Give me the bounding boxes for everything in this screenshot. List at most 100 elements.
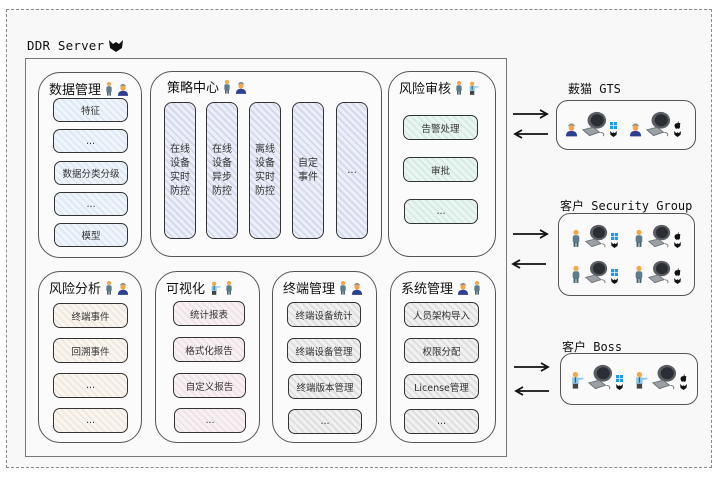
arrow-from-client-gts	[513, 129, 548, 139]
item-more[interactable]: ...	[404, 199, 478, 224]
group-title: 数据管理	[49, 79, 129, 98]
windows-icon	[611, 269, 618, 276]
group-system-management: 系统管理 人员架构导入 权限分配 License管理 ...	[390, 271, 496, 443]
item-more[interactable]: ...	[53, 129, 128, 153]
group-title-text: 数据管理	[49, 83, 102, 98]
cat-icon	[680, 384, 687, 390]
group-title: 风险审核	[399, 78, 479, 97]
cat-icon	[674, 278, 681, 284]
group-visualization: 可视化 统计报表 格式化报告 自定义报告 ...	[155, 271, 260, 443]
item-permission-assign[interactable]: 权限分配	[404, 338, 479, 363]
staff-icon	[571, 228, 581, 248]
strategy-offline-realtime[interactable]: 离线设备实时防控	[249, 102, 281, 239]
item-terminal-version-mgmt[interactable]: 终端版本管理	[288, 374, 362, 399]
staff-icon	[225, 280, 233, 295]
group-title: 策略中心	[167, 77, 247, 96]
item-model[interactable]: 模型	[54, 223, 128, 247]
item-more[interactable]: ...	[54, 192, 128, 216]
item-more[interactable]: ...	[288, 409, 362, 434]
client-box-gts	[556, 100, 696, 150]
computer-icon	[646, 260, 672, 284]
engineer-icon	[117, 281, 129, 295]
computer-icon	[586, 364, 614, 390]
arrow-to-client-gts	[513, 109, 549, 119]
computer-icon	[650, 364, 678, 390]
item-data-classification[interactable]: 数据分类分级	[54, 161, 128, 185]
strategy-custom-event[interactable]: 自定事件	[292, 102, 324, 239]
group-title-text: 策略中心	[167, 81, 220, 96]
group-title-text: 风险审核	[399, 82, 452, 97]
group-risk-review: 风险审核 告警处理 审批 ...	[388, 71, 496, 257]
client-box-security-group	[558, 213, 695, 296]
item-formatted-report[interactable]: 格式化报告	[173, 337, 245, 362]
server-title-text: DDR Server	[27, 38, 105, 53]
apple-icon	[674, 232, 681, 240]
staff-icon	[634, 264, 644, 284]
strategy-online-async[interactable]: 在线设备异步防控	[206, 102, 238, 239]
group-title: 风险分析	[49, 278, 129, 297]
cat-icon	[674, 131, 681, 137]
engineer-icon	[565, 121, 578, 137]
staff-icon	[105, 280, 113, 295]
windows-icon	[611, 233, 618, 240]
apple-icon	[674, 268, 681, 276]
strategy-online-realtime[interactable]: 在线设备实时防控	[164, 102, 196, 239]
manager-icon	[633, 370, 648, 390]
computer-icon	[580, 111, 608, 137]
item-terminal-events[interactable]: 终端事件	[53, 303, 128, 328]
group-risk-analysis: 风险分析 终端事件 回溯事件 ... ...	[38, 271, 142, 443]
item-terminal-device-stats[interactable]: 终端设备统计	[287, 302, 361, 327]
item-alert-handling[interactable]: 告警处理	[403, 115, 478, 140]
computer-icon	[583, 224, 609, 248]
engineer-icon	[629, 121, 642, 137]
group-title-text: 可视化	[166, 282, 206, 297]
engineer-icon	[235, 80, 247, 94]
client-title-security-group: 客户 Security Group	[560, 199, 693, 213]
staff-icon	[223, 79, 231, 94]
group-title-text: 系统管理	[401, 282, 454, 297]
arrow-to-client-security-group	[513, 229, 549, 239]
engineer-icon	[457, 281, 469, 295]
client-title-boss: 客户 Boss	[562, 340, 623, 354]
item-feature[interactable]: 特征	[53, 98, 128, 122]
item-more[interactable]: ...	[53, 373, 128, 398]
item-more[interactable]: ...	[404, 409, 479, 434]
arrow-to-client-boss	[514, 362, 550, 372]
item-more[interactable]: ...	[53, 408, 128, 433]
group-terminal-management: 终端管理 终端设备统计 终端设备管理 终端版本管理 ...	[272, 271, 377, 443]
cat-logo-icon	[109, 39, 124, 52]
group-title-text: 终端管理	[283, 282, 336, 297]
item-license-mgmt[interactable]: License管理	[404, 374, 479, 399]
item-stat-report[interactable]: 统计报表	[173, 301, 245, 326]
windows-icon	[616, 375, 623, 382]
workstation	[633, 364, 687, 390]
group-title: 系统管理	[401, 278, 481, 297]
item-more[interactable]: ...	[174, 408, 246, 433]
item-traceback-events[interactable]: 回溯事件	[53, 338, 128, 363]
staff-icon	[105, 81, 113, 96]
cat-icon	[611, 242, 618, 248]
group-title: 终端管理	[283, 278, 363, 297]
item-custom-report[interactable]: 自定义报告	[173, 373, 246, 398]
apple-icon	[680, 374, 687, 382]
windows-icon	[610, 122, 617, 129]
client-title-gts: 薮猫 GTS	[568, 82, 621, 96]
staff-icon	[571, 264, 581, 284]
cat-icon	[616, 384, 623, 390]
workstation	[571, 224, 618, 248]
group-title: 可视化	[166, 278, 233, 297]
item-org-import[interactable]: 人员架构导入	[404, 302, 479, 327]
workstation	[629, 111, 681, 137]
item-approval[interactable]: 审批	[403, 157, 478, 182]
strategy-more[interactable]: ...	[336, 102, 368, 239]
staff-icon	[455, 80, 463, 95]
arrow-from-client-security-group	[511, 259, 546, 269]
group-title-text: 风险分析	[49, 282, 102, 297]
manager-icon	[209, 281, 221, 295]
manager-icon	[569, 370, 584, 390]
manager-icon	[467, 81, 479, 95]
engineer-icon	[351, 281, 363, 295]
cat-icon	[674, 242, 681, 248]
item-terminal-device-mgmt[interactable]: 终端设备管理	[287, 338, 361, 363]
cat-icon	[611, 278, 618, 284]
